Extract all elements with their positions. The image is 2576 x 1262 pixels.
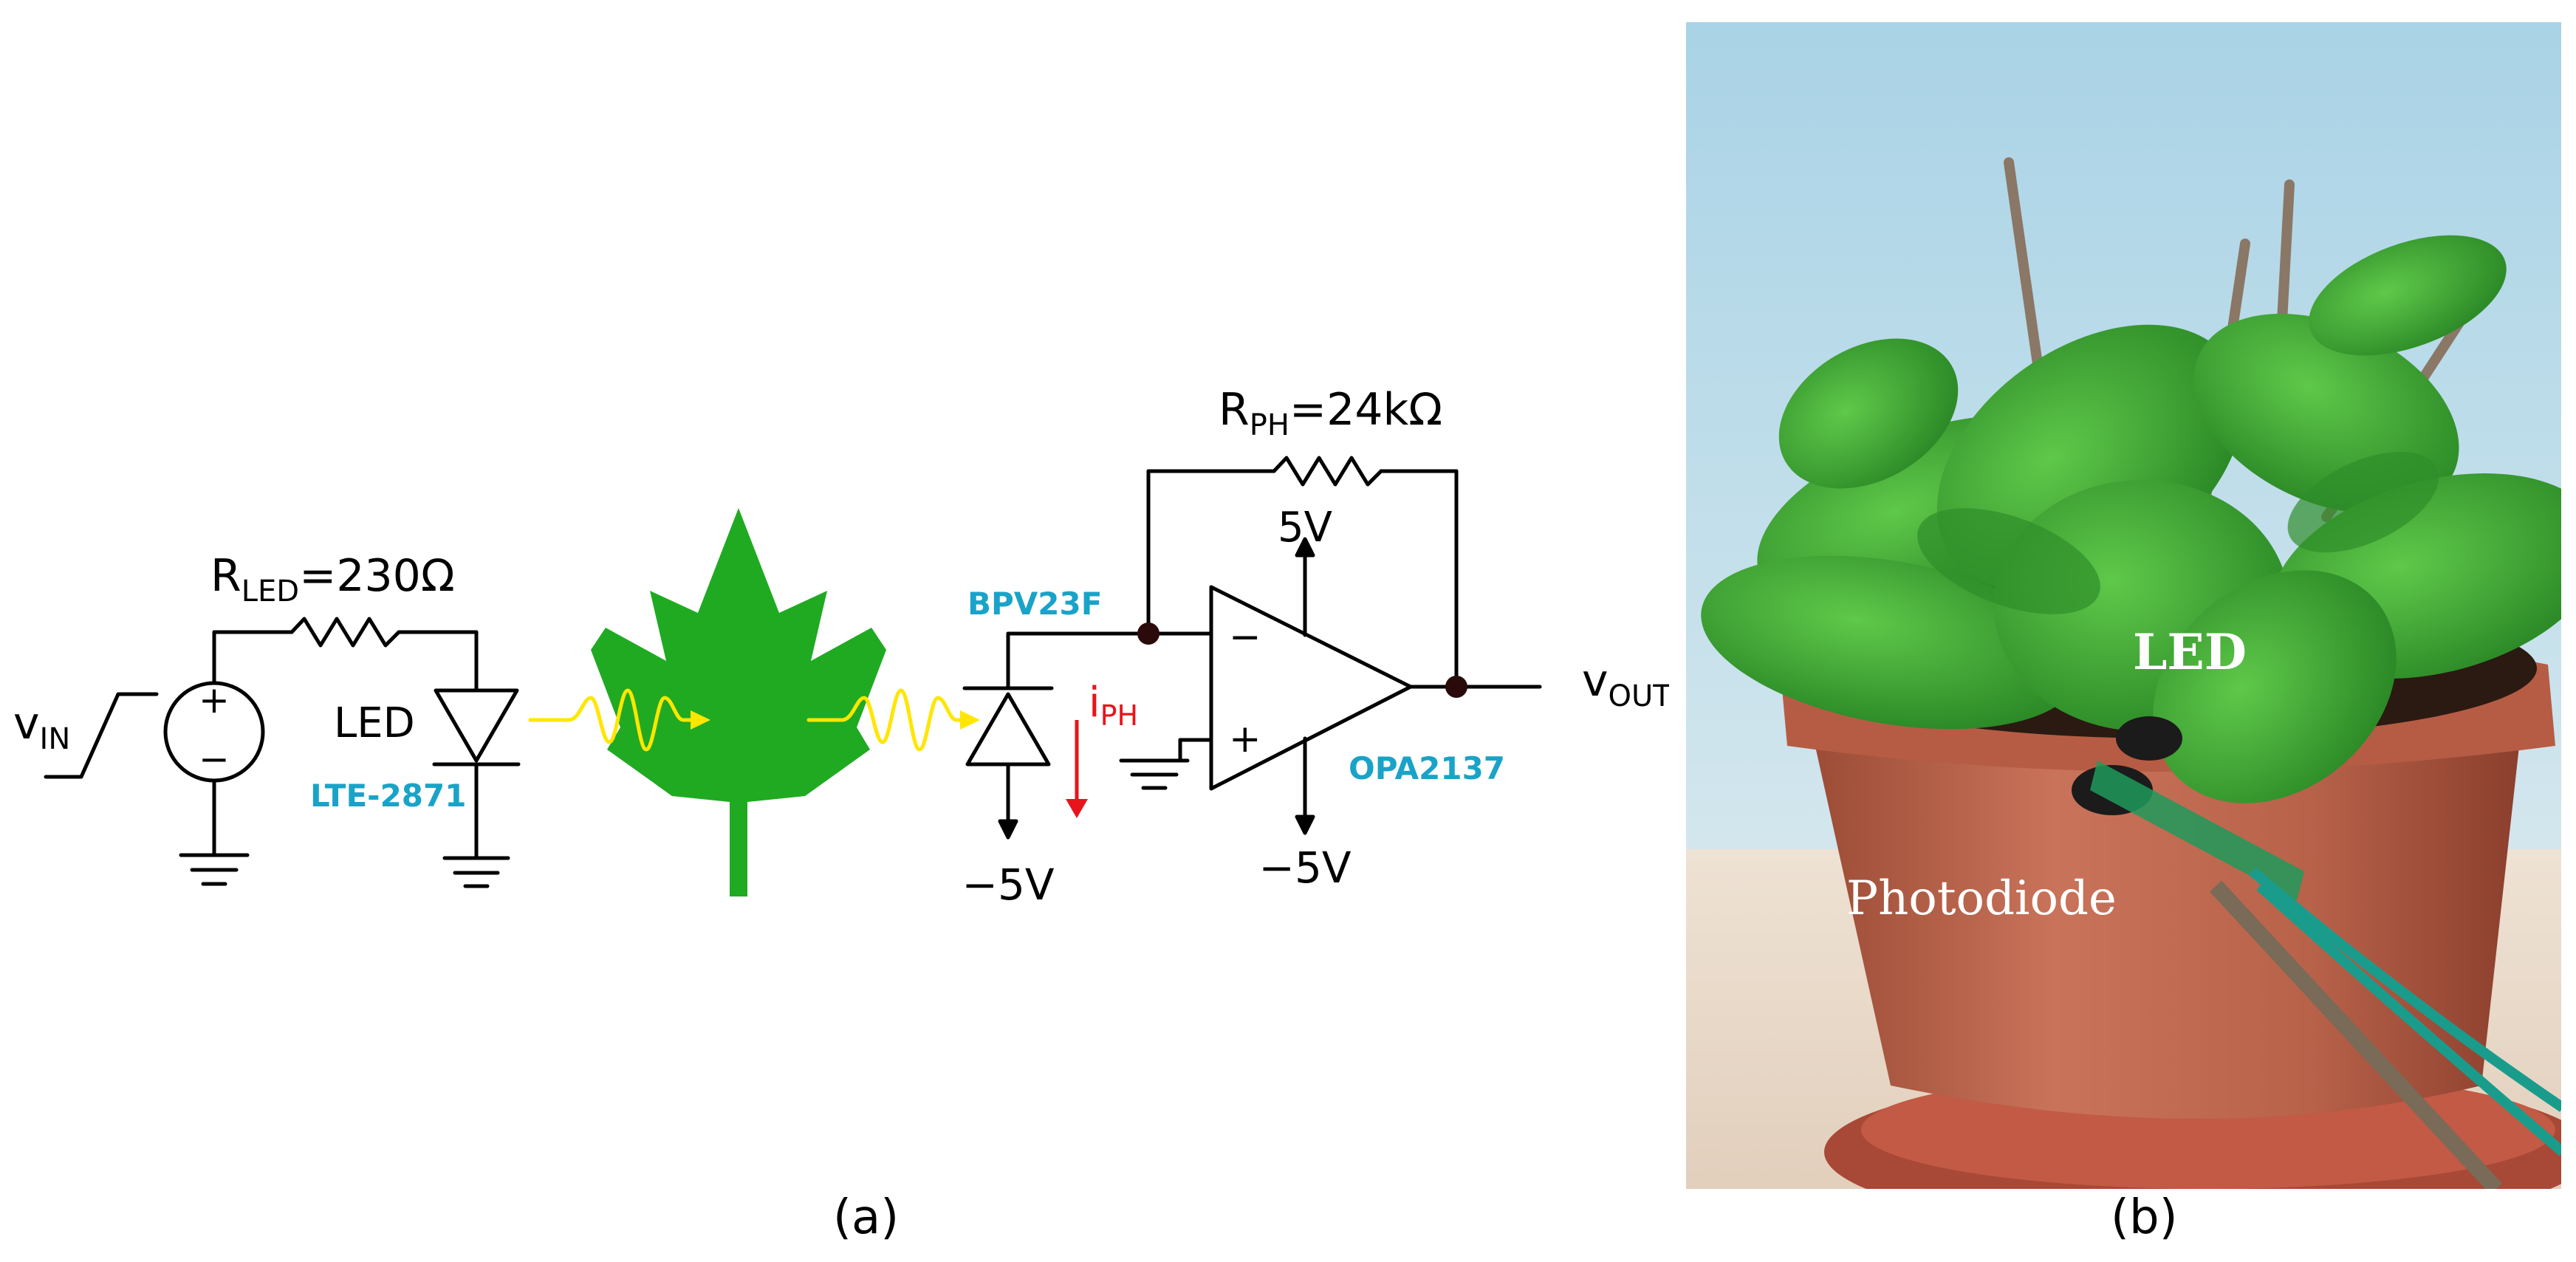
pd-supply-label: −5V xyxy=(962,860,1054,910)
opamp-minus-sign: − xyxy=(1229,615,1261,659)
led-part-number: LTE-2871 xyxy=(310,778,466,814)
vin-label: vIN xyxy=(13,698,70,756)
op-amp xyxy=(1209,585,1413,791)
junction-node-inverting xyxy=(1137,623,1159,645)
caption-b: (b) xyxy=(2111,1190,2178,1245)
photodiode-part-number: BPV23F xyxy=(967,586,1102,622)
light-arrow-led xyxy=(691,710,710,730)
opamp-plus-sign: + xyxy=(1229,717,1261,761)
caption-a: (a) xyxy=(833,1190,900,1245)
junction-node-output xyxy=(1445,676,1467,698)
photo-photodiode-label: Photodiode xyxy=(1846,871,2117,926)
ground-symbol-source xyxy=(179,853,250,886)
leaf-icon xyxy=(591,508,886,896)
photo-led-label: LED xyxy=(2133,623,2247,681)
light-arrow-pd xyxy=(960,710,980,730)
r-ph-label: RPH=24kΩ xyxy=(1219,384,1442,442)
resistor-r-led xyxy=(290,617,401,648)
ground-symbol-opamp xyxy=(1119,758,1190,790)
source-minus-sign: − xyxy=(199,738,230,781)
ground-symbol-led xyxy=(442,856,510,888)
opamp-vminus-arrow xyxy=(1295,815,1315,835)
r-led-label: RLED=230Ω xyxy=(210,550,455,608)
opamp-part-number: OPA2137 xyxy=(1349,750,1505,786)
iph-arrow xyxy=(1066,799,1088,818)
opamp-vplus-arrow xyxy=(1295,537,1315,558)
circuit-diagram: + − − + vIN RLED=230Ω LED LTE-2871 BPV23… xyxy=(13,384,1669,910)
resistor-r-ph xyxy=(1272,456,1383,487)
light-wave-pd xyxy=(806,688,966,752)
led-label: LED xyxy=(334,699,415,747)
iph-label: iPH xyxy=(1089,679,1138,732)
light-wave-led xyxy=(528,688,696,752)
opamp-vplus-label: 5V xyxy=(1278,504,1332,552)
vin-ramp-symbol xyxy=(44,692,159,779)
source-plus-sign: + xyxy=(199,679,230,721)
opamp-vminus-label: −5V xyxy=(1258,843,1351,893)
pd-supply-arrow xyxy=(998,819,1018,840)
vout-label: vOUT xyxy=(1582,655,1669,713)
